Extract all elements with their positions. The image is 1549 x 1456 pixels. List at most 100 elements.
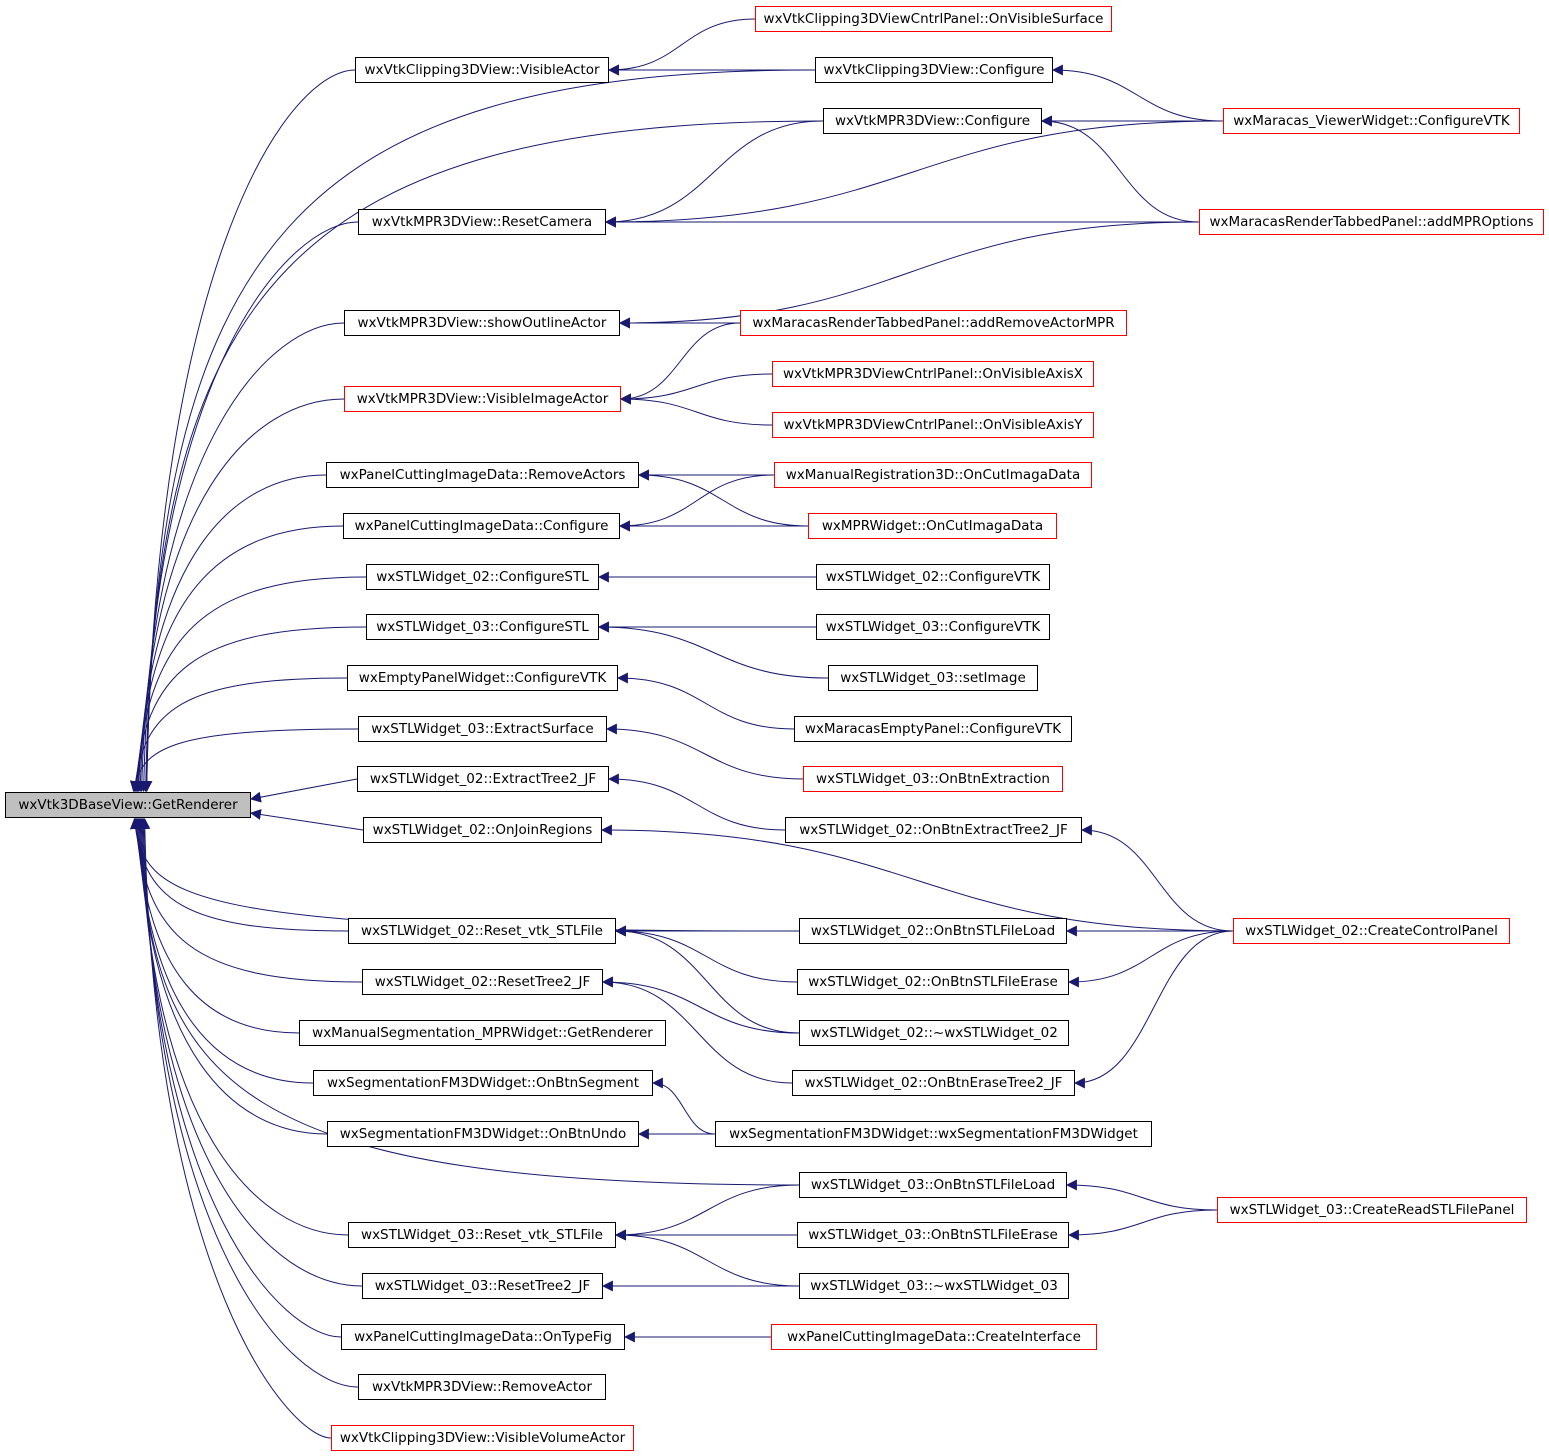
- graph-node[interactable]: wxSTLWidget_02::ConfigureVTK: [816, 564, 1050, 590]
- call-edge: [130, 817, 363, 983]
- graph-node[interactable]: wxSTLWidget_03::Reset_vtk_STLFile: [348, 1222, 616, 1248]
- call-edge: [605, 723, 804, 780]
- graph-node[interactable]: wxSTLWidget_02::ConfigureSTL: [366, 564, 599, 590]
- call-edge: [138, 817, 359, 1388]
- graph-node[interactable]: wxSTLWidget_02::Reset_vtk_STLFile: [348, 918, 616, 944]
- graph-node[interactable]: wxVtkClipping3DView::VisibleActor: [355, 57, 609, 83]
- call-edge: [614, 925, 798, 983]
- call-edge: [134, 398, 345, 793]
- graph-node[interactable]: wxVtkClipping3DViewCntrlPanel::OnVisible…: [755, 6, 1112, 32]
- call-edge: [614, 1184, 800, 1241]
- graph-node[interactable]: wxSTLWidget_03::OnBtnExtraction: [803, 766, 1063, 792]
- call-edge: [249, 809, 364, 831]
- call-edge: [600, 824, 1234, 932]
- graph-node[interactable]: wxMaracasRenderTabbedPanel::addMPROption…: [1199, 209, 1544, 235]
- call-edge: [637, 469, 809, 527]
- graph-node[interactable]: wxVtkMPR3DView::RemoveActor: [358, 1374, 606, 1400]
- call-edge: [249, 778, 358, 803]
- call-edge: [601, 976, 800, 1034]
- graph-node[interactable]: wxVtkMPR3DView::ResetCamera: [358, 209, 606, 235]
- graph-node[interactable]: wxManualRegistration3D::OnCutImagaData: [774, 462, 1092, 488]
- graph-node[interactable]: wxSTLWidget_02::OnBtnEraseTree2_JF: [792, 1070, 1075, 1096]
- call-edge: [130, 677, 348, 793]
- graph-node[interactable]: wxSTLWidget_02::OnBtnSTLFileErase: [797, 969, 1069, 995]
- graph-node[interactable]: wxVtkMPR3DView::Configure: [823, 108, 1042, 134]
- call-edge: [607, 773, 786, 831]
- call-edge: [130, 817, 349, 932]
- call-edge: [137, 817, 342, 1338]
- graph-node[interactable]: wxVtkMPR3DViewCntrlPanel::OnVisibleAxisY: [772, 412, 1094, 438]
- call-edge: [130, 626, 367, 793]
- call-edge: [138, 221, 359, 793]
- graph-node[interactable]: wxMaracas_ViewerWidget::ConfigureVTK: [1223, 108, 1520, 134]
- edge-layer: [129, 18, 1234, 1439]
- graph-node[interactable]: wxVtkMPR3DView::VisibleImageActor: [344, 386, 621, 412]
- graph-node[interactable]: wxSTLWidget_02::~wxSTLWidget_02: [799, 1020, 1069, 1046]
- graph-node[interactable]: wxPanelCuttingImageData::CreateInterface: [771, 1324, 1097, 1350]
- graph-node[interactable]: wxSTLWidget_02::OnBtnSTLFileLoad: [799, 918, 1067, 944]
- call-edge: [618, 221, 1200, 329]
- graph-node[interactable]: wxSTLWidget_03::setImage: [828, 665, 1038, 691]
- call-edge: [614, 925, 800, 1034]
- call-edge: [604, 120, 1224, 228]
- call-edge: [133, 474, 327, 793]
- call-edge: [1065, 1179, 1218, 1211]
- call-edge: [1080, 824, 1234, 932]
- graph-node[interactable]: wxPanelCuttingImageData::OnTypeFig: [341, 1324, 625, 1350]
- graph-node[interactable]: wxSegmentationFM3DWidget::OnBtnSegment: [313, 1070, 653, 1096]
- call-edge: [132, 525, 344, 793]
- call-edge: [619, 393, 773, 426]
- graph-node[interactable]: wxSTLWidget_02::OnJoinRegions: [363, 817, 602, 843]
- graph-node[interactable]: wxVtkMPR3DView::showOutlineActor: [344, 310, 620, 336]
- call-edge: [141, 69, 356, 793]
- graph-node[interactable]: wxMaracasRenderTabbedPanel::addRemoveAct…: [740, 310, 1127, 336]
- call-edge: [1073, 930, 1234, 1089]
- graph-node[interactable]: wxMaracasEmptyPanel::ConfigureVTK: [794, 716, 1072, 742]
- graph-node[interactable]: wxSTLWidget_02::ResetTree2_JF: [362, 969, 603, 995]
- call-edge: [619, 373, 773, 405]
- call-edge: [651, 1077, 716, 1135]
- call-edge: [129, 728, 359, 793]
- graph-node[interactable]: wxSTLWidget_03::ResetTree2_JF: [362, 1273, 603, 1299]
- graph-node[interactable]: wxSTLWidget_03::OnBtnSTLFileLoad: [799, 1172, 1067, 1198]
- graph-node[interactable]: wxSTLWidget_03::~wxSTLWidget_03: [799, 1273, 1069, 1299]
- graph-node[interactable]: wxSTLWidget_03::CreateReadSTLFilePanel: [1217, 1197, 1527, 1223]
- graph-node[interactable]: wxMPRWidget::OnCutImagaData: [808, 513, 1057, 539]
- graph-node[interactable]: wxSTLWidget_03::OnBtnSTLFileErase: [797, 1222, 1069, 1248]
- graph-node[interactable]: wxSTLWidget_03::ConfigureVTK: [816, 614, 1050, 640]
- call-edge: [131, 576, 367, 793]
- call-edge: [1067, 1209, 1218, 1241]
- graph-node[interactable]: wxSTLWidget_03::ExtractSurface: [358, 716, 607, 742]
- graph-node[interactable]: wxVtkMPR3DViewCntrlPanel::OnVisibleAxisX: [772, 361, 1094, 387]
- call-edge: [136, 817, 363, 1287]
- call-edge: [140, 120, 824, 793]
- call-edge: [614, 1229, 800, 1287]
- graph-node[interactable]: wxSTLWidget_02::ExtractTree2_JF: [357, 766, 609, 792]
- graph-node[interactable]: wxEmptyPanelWidget::ConfigureVTK: [347, 665, 618, 691]
- graph-node[interactable]: wxPanelCuttingImageData::RemoveActors: [326, 462, 639, 488]
- graph-root-node[interactable]: wxVtk3DBaseView::GetRenderer: [5, 792, 251, 818]
- graph-node[interactable]: wxSTLWidget_03::ConfigureSTL: [366, 614, 599, 640]
- call-edge: [139, 817, 332, 1439]
- call-edge: [604, 120, 824, 228]
- graph-node[interactable]: wxSegmentationFM3DWidget::OnBtnUndo: [327, 1121, 639, 1147]
- call-edge: [618, 474, 775, 532]
- call-edge: [136, 322, 345, 793]
- call-edge: [134, 817, 800, 1186]
- graph-node[interactable]: wxSTLWidget_02::CreateControlPanel: [1233, 918, 1510, 944]
- call-edge: [601, 976, 793, 1084]
- call-edge: [616, 672, 795, 730]
- call-edge: [1051, 64, 1224, 122]
- graph-node[interactable]: wxVtkClipping3DView::VisibleVolumeActor: [331, 1425, 634, 1451]
- graph-node[interactable]: wxPanelCuttingImageData::Configure: [343, 513, 620, 539]
- graph-node[interactable]: wxVtkClipping3DView::Configure: [815, 57, 1053, 83]
- graph-node[interactable]: wxSegmentationFM3DWidget::wxSegmentation…: [715, 1121, 1152, 1147]
- call-edge: [132, 817, 314, 1084]
- graph-node[interactable]: wxManualSegmentation_MPRWidget::GetRende…: [299, 1020, 666, 1046]
- call-edge: [619, 322, 741, 405]
- call-edge: [1067, 930, 1234, 988]
- graph-node[interactable]: wxSTLWidget_02::OnBtnExtractTree2_JF: [785, 817, 1082, 843]
- call-edge: [607, 18, 756, 76]
- call-edge: [1040, 115, 1200, 223]
